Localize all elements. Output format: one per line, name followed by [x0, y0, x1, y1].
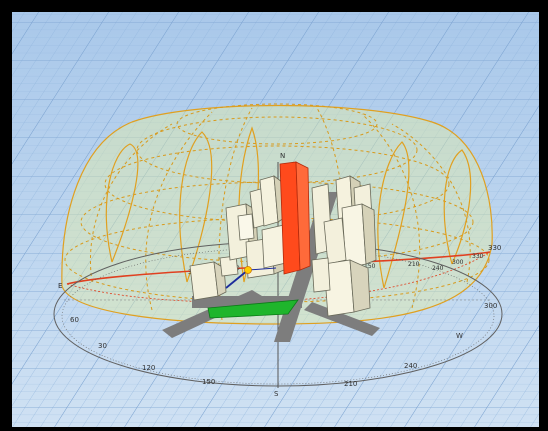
- svg-text:210: 210: [408, 261, 420, 268]
- svg-text:150: 150: [364, 263, 376, 270]
- compass-label-w: W: [456, 332, 463, 340]
- compass-label-120: 120: [142, 364, 155, 372]
- compass-label-e: E: [58, 282, 62, 290]
- compass-label-300: 300: [484, 302, 497, 310]
- compass-label-240: 240: [404, 362, 417, 370]
- compass-labels: E 60 30 120 150 S 210 240 W 300 330 N: [58, 152, 501, 398]
- 3d-viewport[interactable]: E 60 30 120 150 S 210 240 W 300 330 N 30…: [12, 12, 539, 427]
- buildings: [189, 161, 377, 317]
- svg-text:330: 330: [472, 253, 484, 260]
- compass-label-60: 60: [70, 316, 79, 324]
- compass-label-30: 30: [98, 342, 107, 350]
- compass-label-n: N: [280, 152, 285, 160]
- sun-position-marker: [244, 266, 252, 274]
- park: [207, 299, 299, 319]
- svg-text:300: 300: [452, 259, 464, 266]
- sun-path-scene[interactable]: E 60 30 120 150 S 210 240 W 300 330 N 30…: [12, 12, 539, 427]
- compass-label-330: 330: [488, 244, 501, 252]
- compass-label-210: 210: [344, 380, 357, 388]
- svg-text:240: 240: [432, 265, 444, 272]
- compass-label-150: 150: [202, 378, 215, 386]
- compass-label-s: S: [274, 390, 279, 398]
- sun-vector: [225, 266, 277, 289]
